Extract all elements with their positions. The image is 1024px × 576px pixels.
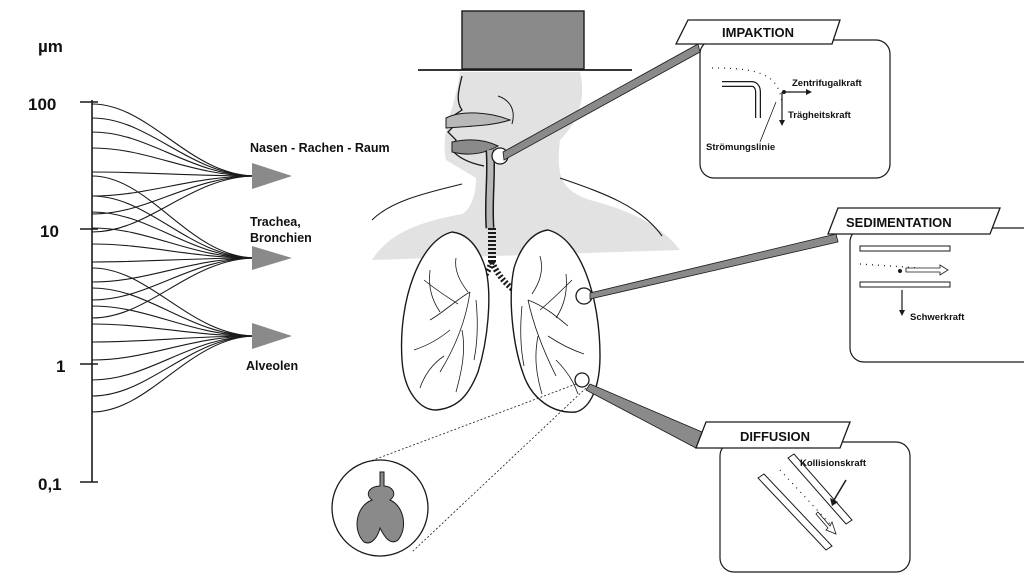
connector-diffusion — [586, 384, 702, 448]
label-stroemungslinie: Strömungslinie — [706, 142, 775, 153]
label-kollisionskraft: Kollisionskraft — [800, 458, 867, 469]
lung-left — [402, 232, 489, 410]
arrow-alveoli — [252, 323, 292, 349]
panel-diffusion: DIFFUSION Kollisionskraft — [696, 422, 910, 572]
label-alveoli: Alveolen — [246, 359, 298, 373]
sedimentation-wall-top — [860, 246, 950, 251]
label-traegheitskraft: Trägheitskraft — [788, 110, 852, 121]
deposition-curve — [92, 306, 256, 336]
arrow-trachea — [252, 246, 292, 270]
label-bronchi: Bronchien — [250, 231, 312, 245]
deposition-curve — [92, 176, 256, 258]
deposition-curve — [92, 258, 256, 300]
deposition-curve — [92, 118, 256, 176]
deposition-curves — [92, 104, 256, 412]
alveolus-zoom — [332, 384, 586, 556]
label-zentrifugalkraft: Zentrifugalkraft — [792, 78, 863, 89]
sedimentation-particle — [898, 269, 902, 273]
deposition-arrows — [252, 163, 292, 349]
tick-label-0-1: 0,1 — [38, 475, 62, 494]
impaktion-box — [700, 40, 890, 178]
arrow-nasopharynx — [252, 163, 292, 189]
deposition-curve — [92, 288, 256, 336]
shoulder-left — [372, 184, 462, 220]
torso-shadow — [372, 72, 680, 260]
diffusion-title: DIFFUSION — [740, 429, 810, 444]
tick-label-100: 100 — [28, 95, 56, 114]
deposition-curve — [92, 228, 256, 258]
tick-label-10: 10 — [40, 222, 59, 241]
sedimentation-wall-bottom — [860, 282, 950, 287]
deposition-curve — [92, 196, 256, 258]
axis-unit: µm — [38, 37, 63, 56]
tick-label-1: 1 — [56, 357, 65, 376]
size-axis: µm 100 10 1 0,1 — [28, 37, 98, 494]
hat-crown — [462, 11, 584, 69]
sedimentation-title: SEDIMENTATION — [846, 215, 952, 230]
pharynx-fill — [489, 150, 490, 228]
deposition-curve — [92, 336, 256, 380]
deposition-curve — [92, 258, 256, 318]
impaktion-title: IMPAKTION — [722, 25, 794, 40]
label-nasopharynx: Nasen - Rachen - Raum — [250, 141, 390, 155]
deposition-curve — [92, 176, 256, 232]
panel-sedimentation: SEDIMENTATION Schwerkraft — [828, 208, 1024, 362]
human-figure — [372, 11, 680, 412]
marker-alveoli — [575, 373, 589, 387]
panel-impaktion: IMPAKTION Zentrifugalkraft Trägheitskraf… — [676, 20, 890, 178]
deposition-curve — [92, 336, 256, 396]
label-schwerkraft: Schwerkraft — [910, 312, 965, 323]
deposition-curve — [92, 104, 256, 176]
deposition-curve — [92, 132, 256, 176]
label-trachea: Trachea, — [250, 215, 301, 229]
zoom-line-bottom — [412, 388, 586, 552]
